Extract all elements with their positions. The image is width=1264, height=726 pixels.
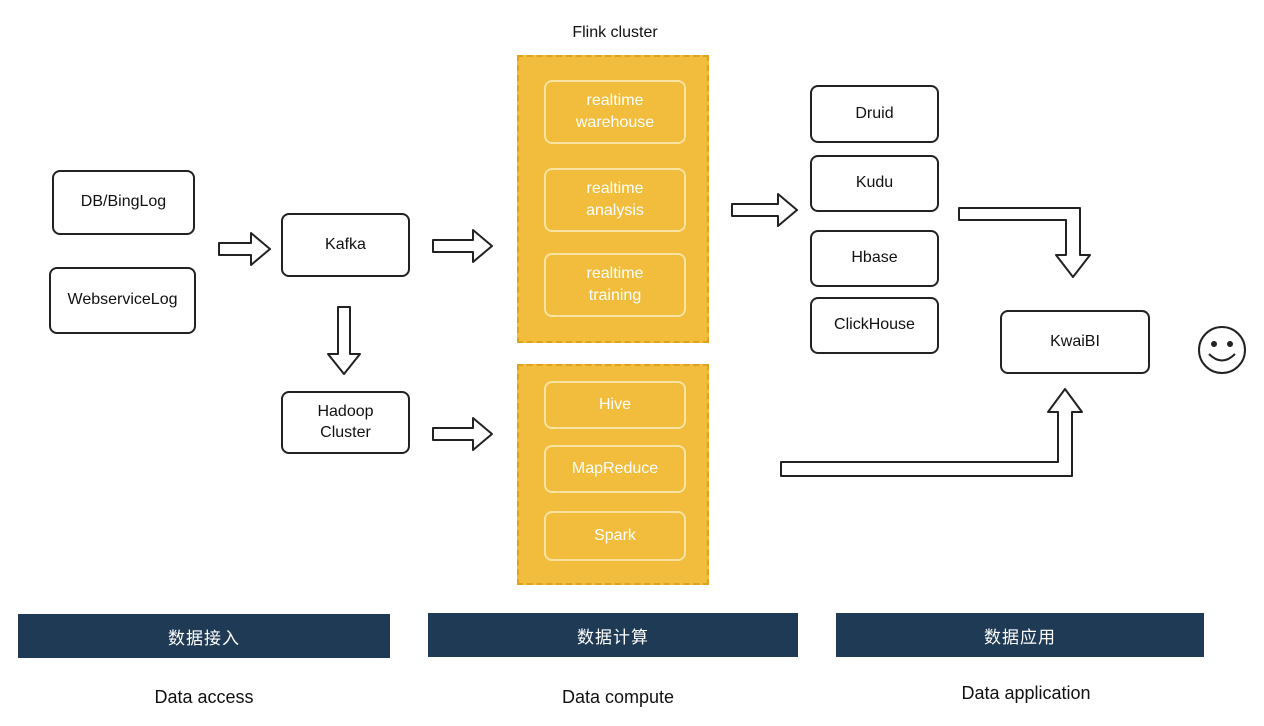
caption-data-compute: Data compute [561, 687, 675, 707]
caption-data-application: Data application [961, 683, 1091, 703]
batch-job-mapreduce[interactable]: MapReduce [544, 445, 686, 493]
section-bar-data-application-label: 数据应用 [984, 627, 1056, 647]
batch-job-hive[interactable]: Hive [544, 381, 686, 429]
source-db-binglog-label: DB/BingLog [80, 193, 167, 211]
store-kudu-label: Kudu [855, 174, 894, 192]
section-bar-data-access: 数据接入 [18, 614, 390, 658]
arrow-batch-to-kwaibi [780, 388, 1083, 477]
store-hbase-label: Hbase [851, 249, 898, 267]
smiley-face-icon [1198, 326, 1246, 374]
hadoop-cluster-node[interactable]: Hadoop Cluster [281, 391, 410, 454]
arrow-kafka-to-hadoop [327, 306, 361, 375]
section-bar-data-access-label: 数据接入 [168, 628, 240, 648]
kwaibi-label: KwaiBI [1050, 332, 1100, 350]
kafka-node[interactable]: Kafka [281, 213, 410, 277]
arrow-sources-to-kafka [218, 232, 271, 266]
section-bar-data-compute: 数据计算 [428, 613, 798, 657]
store-clickhouse-label: ClickHouse [834, 316, 915, 334]
hadoop-cluster-label: Hadoop Cluster [317, 402, 374, 441]
store-druid-label: Druid [855, 104, 894, 122]
flink-cluster: realtime warehouse realtime analysis rea… [517, 55, 709, 343]
kwaibi-node[interactable]: KwaiBI [1000, 310, 1150, 374]
store-clickhouse[interactable]: ClickHouse [810, 297, 939, 354]
flink-job-realtime-training[interactable]: realtime training [544, 253, 686, 317]
store-kudu[interactable]: Kudu [810, 155, 939, 212]
arrow-stores-to-kwaibi [958, 207, 1091, 278]
kafka-label: Kafka [325, 235, 366, 253]
arrow-kafka-to-flink [432, 229, 493, 263]
caption-data-access: Data access [154, 687, 254, 707]
source-webservice-log[interactable]: WebserviceLog [49, 267, 196, 334]
store-druid[interactable]: Druid [810, 85, 939, 143]
flink-cluster-label: Flink cluster [572, 24, 658, 41]
flink-job-realtime-analysis[interactable]: realtime analysis [544, 168, 686, 232]
arrow-hadoop-to-batch [432, 417, 493, 451]
flink-job-realtime-warehouse[interactable]: realtime warehouse [544, 80, 686, 144]
source-webservice-log-label: WebserviceLog [67, 291, 178, 309]
source-db-binglog[interactable]: DB/BingLog [52, 170, 195, 235]
section-bar-data-compute-label: 数据计算 [577, 627, 649, 647]
arrow-flink-to-stores [731, 193, 798, 227]
section-bar-data-application: 数据应用 [836, 613, 1204, 657]
batch-job-spark[interactable]: Spark [544, 511, 686, 561]
store-hbase[interactable]: Hbase [810, 230, 939, 287]
batch-cluster: Hive MapReduce Spark [517, 364, 709, 585]
